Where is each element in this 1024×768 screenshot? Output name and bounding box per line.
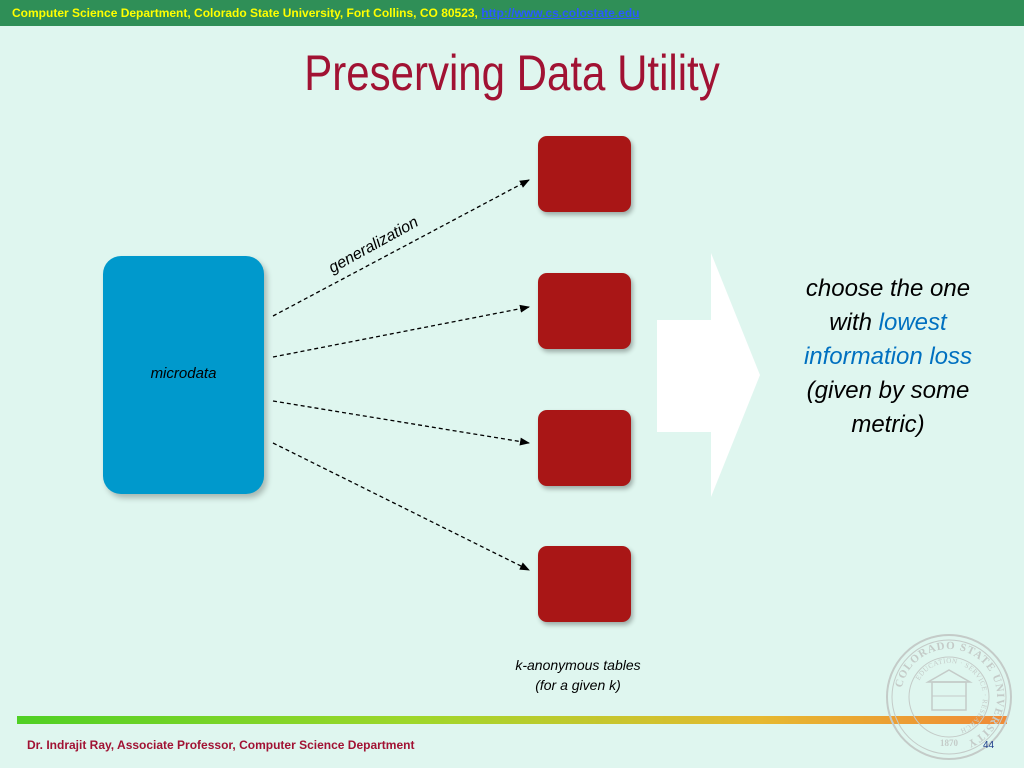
- csu-seal-logo: COLORADO STATE UNIVERSITY EDUCATION · SE…: [886, 634, 1012, 760]
- seal-year: 1870: [940, 738, 959, 748]
- header-bar: Computer Science Department, Colorado St…: [0, 0, 1024, 26]
- big-right-arrow: [657, 253, 760, 497]
- tables-caption-line-1: k-anonymous tables: [515, 657, 641, 673]
- k-anonymous-table-3: [538, 410, 631, 486]
- callout-line-4: (given by some: [806, 377, 970, 404]
- callout-highlight-lowest: lowest: [878, 309, 947, 336]
- arrow-2: [272, 304, 530, 358]
- k-anonymous-table-2: [538, 273, 631, 349]
- arrow-1: [272, 179, 530, 317]
- tables-caption-line-2: (for a given k): [535, 677, 621, 693]
- callout-line-2: with lowest: [776, 306, 1000, 340]
- callout-line-2-prefix: with: [829, 309, 879, 336]
- header-text: Computer Science Department, Colorado St…: [12, 6, 482, 20]
- microdata-label: microdata: [150, 364, 217, 382]
- microdata-box: microdata: [103, 256, 264, 494]
- tables-caption: k-anonymous tables (for a given k): [478, 655, 678, 695]
- callout-highlight-information-loss: information loss: [803, 343, 973, 370]
- callout-line-1: choose the one: [805, 275, 971, 302]
- footer-author: Dr. Indrajit Ray, Associate Professor, C…: [27, 738, 415, 752]
- callout-text: choose the one with lowest information l…: [776, 272, 1000, 442]
- footer-stripe: [17, 716, 1007, 724]
- arrow-3: [272, 400, 530, 446]
- page-number: 44: [983, 740, 995, 751]
- header-link[interactable]: http://www.cs.colostate.edu: [481, 6, 640, 20]
- arrow-4: [272, 442, 530, 571]
- callout-line-5: metric): [851, 411, 925, 438]
- k-anonymous-table-4: [538, 546, 631, 622]
- slide-title: Preserving Data Utility: [304, 45, 720, 101]
- k-anonymous-table-1: [538, 136, 631, 212]
